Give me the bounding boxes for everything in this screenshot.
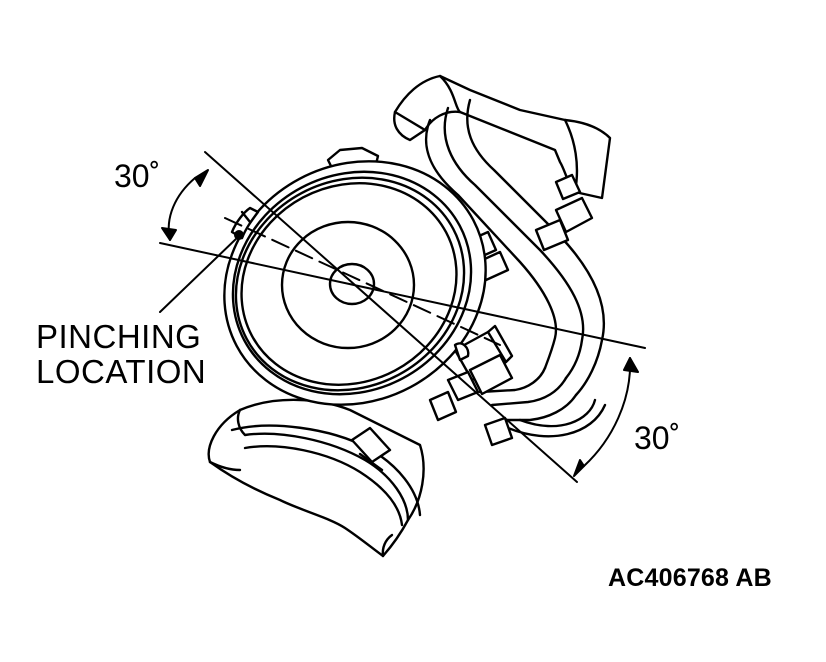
clamp-ear-right <box>455 343 468 360</box>
center-line-dashed <box>225 218 500 345</box>
inner-ring <box>282 222 414 348</box>
main-body <box>181 116 528 450</box>
pinching-label-line1: PINCHING <box>36 318 202 355</box>
pinching-label-line2: LOCATION <box>36 353 207 390</box>
pinch-leader-line <box>160 237 238 312</box>
center-hub <box>330 264 374 304</box>
reference-lines <box>160 152 645 482</box>
hose-loop <box>426 100 605 436</box>
reference-line-a <box>205 152 577 482</box>
angle-label-bottom: 30˚ <box>634 420 681 456</box>
angle-arc-bottom <box>574 358 638 476</box>
clip-edge <box>360 454 382 470</box>
angle-arc-top <box>162 170 208 240</box>
angle-label-top: 30˚ <box>114 158 161 194</box>
figure-code: AC406768 AB <box>608 564 772 592</box>
lower-pipe <box>209 400 424 556</box>
clamp-screw <box>448 326 512 400</box>
bottom-clip <box>352 428 390 462</box>
reference-line-b <box>160 243 645 348</box>
